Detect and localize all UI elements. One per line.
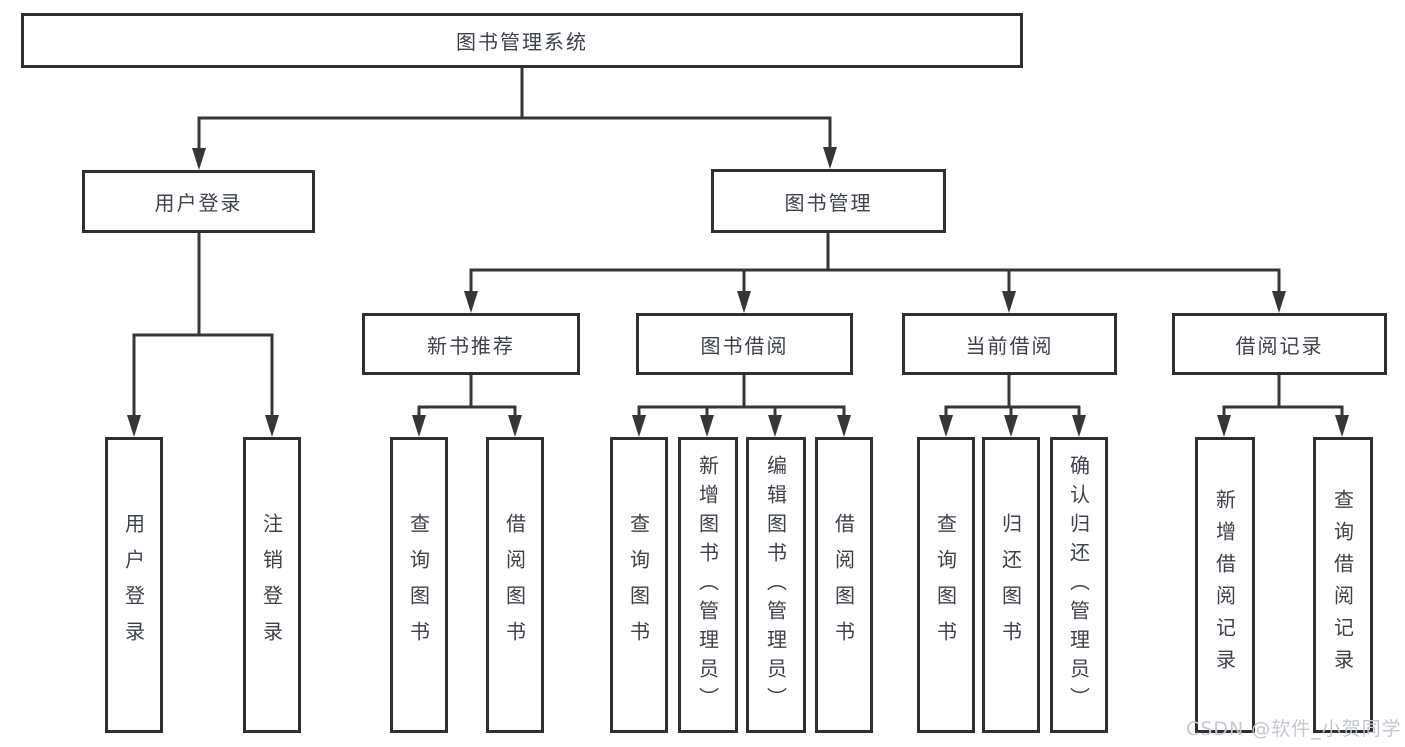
leaf-records-query-record: 查询借阅记录 xyxy=(1313,437,1373,733)
leaf-newbook-borrow-books-label: 借阅图书 xyxy=(502,513,527,657)
leaf-current-confirm-return-admin-label: 确认归还（管理员） xyxy=(1066,454,1091,716)
node-book-borrow: 图书借阅 xyxy=(636,313,853,375)
leaf-logout-label: 注销登录 xyxy=(259,513,284,657)
node-user-login-label: 用户登录 xyxy=(154,191,243,215)
leaf-newbook-borrow-books: 借阅图书 xyxy=(486,437,544,733)
leaf-borrow-edit-books-admin-label: 编辑图书（管理员） xyxy=(763,454,788,716)
node-root-label: 图书管理系统 xyxy=(456,30,588,54)
leaf-logout: 注销登录 xyxy=(243,437,301,733)
leaf-user-login: 用户登录 xyxy=(105,437,163,733)
arrowheads xyxy=(127,147,1349,437)
leaf-borrow-add-books-admin-label: 新增图书（管理员） xyxy=(695,454,720,716)
leaf-current-confirm-return-admin: 确认归还（管理员） xyxy=(1050,437,1108,733)
leaf-newbook-query-books: 查询图书 xyxy=(390,437,448,733)
leaf-user-login-label: 用户登录 xyxy=(121,513,146,657)
node-user-login: 用户登录 xyxy=(82,170,315,233)
leaf-borrow-query-books-label: 查询图书 xyxy=(626,513,651,657)
node-new-book-recommend: 新书推荐 xyxy=(362,313,580,375)
node-book-management-label: 图书管理 xyxy=(784,190,873,215)
node-book-borrow-label: 图书借阅 xyxy=(700,333,789,358)
leaf-current-return-books-label: 归还图书 xyxy=(998,513,1023,657)
node-current-borrow-label: 当前借阅 xyxy=(965,333,1054,358)
leaf-newbook-query-books-label: 查询图书 xyxy=(406,513,431,657)
leaf-current-query-books-label: 查询图书 xyxy=(933,513,958,657)
node-root: 图书管理系统 xyxy=(21,13,1023,68)
leaf-current-return-books: 归还图书 xyxy=(982,437,1040,733)
leaf-current-query-books: 查询图书 xyxy=(917,437,975,733)
node-new-book-recommend-label: 新书推荐 xyxy=(427,333,515,358)
node-book-management: 图书管理 xyxy=(711,169,946,233)
csdn-watermark: CSDN @软件_小贺同学 xyxy=(1186,718,1402,740)
leaf-records-query-record-label: 查询借阅记录 xyxy=(1330,489,1355,681)
leaf-borrow-edit-books-admin: 编辑图书（管理员） xyxy=(746,437,806,733)
leaf-borrow-query-books: 查询图书 xyxy=(610,437,668,733)
node-borrow-records: 借阅记录 xyxy=(1172,313,1387,375)
node-current-borrow: 当前借阅 xyxy=(902,313,1117,375)
leaf-records-add-record: 新增借阅记录 xyxy=(1195,437,1255,733)
node-borrow-records-label: 借阅记录 xyxy=(1235,333,1324,358)
leaf-borrow-borrow-books-label: 借阅图书 xyxy=(831,513,856,657)
leaf-records-add-record-label: 新增借阅记录 xyxy=(1212,489,1237,681)
leaf-borrow-add-books-admin: 新增图书（管理员） xyxy=(678,437,738,733)
leaf-borrow-borrow-books: 借阅图书 xyxy=(815,437,873,733)
